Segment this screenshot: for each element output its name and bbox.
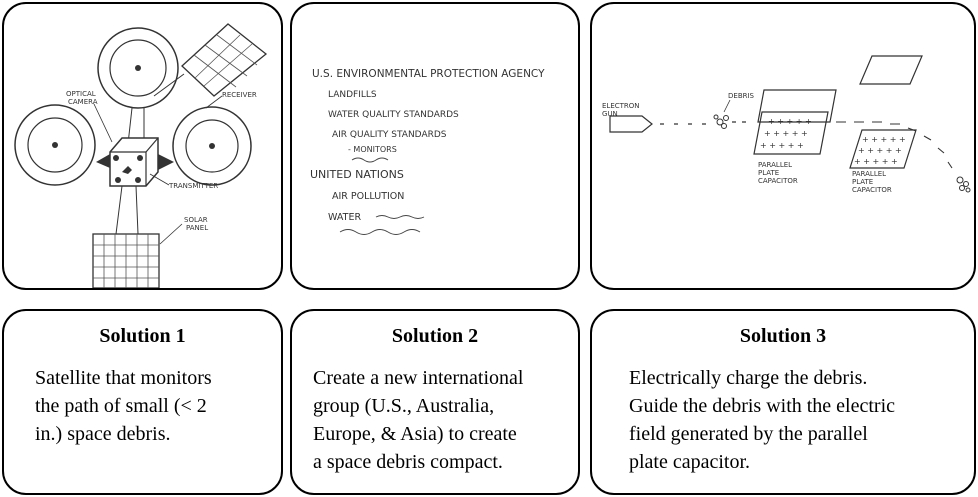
solution-title-1: Solution 1 xyxy=(99,325,186,347)
sketch-panel-satellite: OPTICAL CAMERA RECEIVER TRANSMITTER SOLA… xyxy=(2,2,283,290)
cap2-label-capacitor: CAPACITOR xyxy=(852,186,892,194)
top-dish-center xyxy=(135,65,141,71)
solution-3-line-2: Guide the debris with the electric xyxy=(629,395,896,417)
solution-body-2: Create a new international group (U.S., … xyxy=(313,364,523,476)
solution-2-line-3: Europe, & Asia) to create xyxy=(313,423,517,445)
bottom-solar-panel xyxy=(92,233,160,288)
cap1-top-plate xyxy=(757,89,837,123)
cap1-plus-row2: + + + + + xyxy=(764,129,808,138)
left-cone xyxy=(96,154,110,168)
agency-line-un: UNITED NATIONS xyxy=(310,168,404,181)
top-dish-inner xyxy=(109,39,167,97)
left-dish-outer xyxy=(14,104,96,186)
squiggle-2 xyxy=(375,215,425,219)
agency-line-monitors: - MONITORS xyxy=(348,145,397,154)
label-gun: GUN xyxy=(602,110,618,118)
cap2-bottom-plate xyxy=(849,129,917,169)
left-dish-inner xyxy=(27,117,83,173)
label-solar: SOLAR xyxy=(184,216,208,224)
cap1-bottom-plate xyxy=(753,111,829,155)
agency-line-epa: U.S. ENVIRONMENTAL PROTECTION AGENCY xyxy=(312,68,545,80)
solution-body-3: Electrically charge the debris. Guide th… xyxy=(629,364,895,476)
solution-body-1: Satellite that monitors the path of smal… xyxy=(35,364,212,448)
cap1-plus-row1: + + + + + xyxy=(768,117,812,126)
solution-title-2: Solution 2 xyxy=(391,325,479,347)
cap2-plus-row2: + + + + + xyxy=(858,146,902,155)
top-solar-panel xyxy=(181,23,268,97)
solution-card-1: Solution 1 Satellite that monitors the p… xyxy=(2,309,283,495)
right-cone xyxy=(158,154,174,170)
solution-3-line-1: Electrically charge the debris. xyxy=(629,367,868,389)
cap2-label-plate: PLATE xyxy=(852,178,873,186)
cap2-top-plate xyxy=(859,55,923,85)
squiggle-3 xyxy=(339,229,421,235)
solution-card-3: Solution 3 Electrically charge the debri… xyxy=(590,309,976,495)
right-dish-outer xyxy=(172,106,252,186)
label-transmitter: TRANSMITTER xyxy=(168,182,218,190)
label-camera: CAMERA xyxy=(68,98,98,106)
cap1-label-plate: PLATE xyxy=(758,169,779,177)
satellite-sketch: OPTICAL CAMERA RECEIVER TRANSMITTER SOLA… xyxy=(14,23,268,288)
solution-2-line-4: a space debris compact. xyxy=(313,451,503,473)
debris-2 xyxy=(956,176,971,193)
sketch-panel-capacitor: ELECTRON GUN DEBRIS + + + + + + + + + + … xyxy=(590,2,976,290)
squiggle-1 xyxy=(351,157,389,163)
solution-2-line-2: group (U.S., Australia, xyxy=(313,395,495,417)
agency-line-air-quality: AIR QUALITY STANDARDS xyxy=(332,130,447,140)
cap2-label-parallel: PARALLEL xyxy=(852,170,886,178)
cap1-plus-row3: + + + + + xyxy=(760,141,804,150)
sketch-panel-agencies: U.S. ENVIRONMENTAL PROTECTION AGENCY LAN… xyxy=(290,2,580,290)
cap2-plus-row1: + + + + + xyxy=(862,135,906,144)
right-dish-inner xyxy=(185,119,239,173)
label-panel: PANEL xyxy=(186,224,208,232)
label-debris: DEBRIS xyxy=(728,92,755,100)
label-electron: ELECTRON xyxy=(602,102,640,110)
solution-3-line-3: field generated by the parallel xyxy=(629,423,868,445)
agency-line-landfills: LANDFILLS xyxy=(328,90,377,100)
agency-line-air-pollution: AIR POLLUTION xyxy=(332,191,404,202)
solution-1-line-3: in.) space debris. xyxy=(35,423,171,445)
agency-line-water: WATER xyxy=(328,212,361,223)
debris-1 xyxy=(713,114,729,129)
top-dish-outer xyxy=(97,27,179,109)
solution-1-line-2: the path of small (< 2 xyxy=(35,395,207,417)
solution-1-line-1: Satellite that monitors xyxy=(35,367,212,389)
capacitor-sketch: ELECTRON GUN DEBRIS + + + + + + + + + + … xyxy=(602,55,971,194)
agencies-sketch: U.S. ENVIRONMENTAL PROTECTION AGENCY LAN… xyxy=(310,68,545,235)
cap2-plus-row3: + + + + + xyxy=(854,157,898,166)
agency-line-water-quality: WATER QUALITY STANDARDS xyxy=(328,110,459,120)
solution-3-line-4: plate capacitor. xyxy=(629,451,751,473)
label-optical: OPTICAL xyxy=(66,90,96,98)
solution-card-2: Solution 2 Create a new international gr… xyxy=(290,309,580,495)
cap1-label-capacitor: CAPACITOR xyxy=(758,177,798,185)
solution-title-3: Solution 3 xyxy=(739,325,827,347)
label-receiver: RECEIVER xyxy=(222,91,257,99)
solution-2-line-1: Create a new international xyxy=(313,367,524,389)
electron-gun xyxy=(609,115,653,133)
cap1-label-parallel: PARALLEL xyxy=(758,161,792,169)
